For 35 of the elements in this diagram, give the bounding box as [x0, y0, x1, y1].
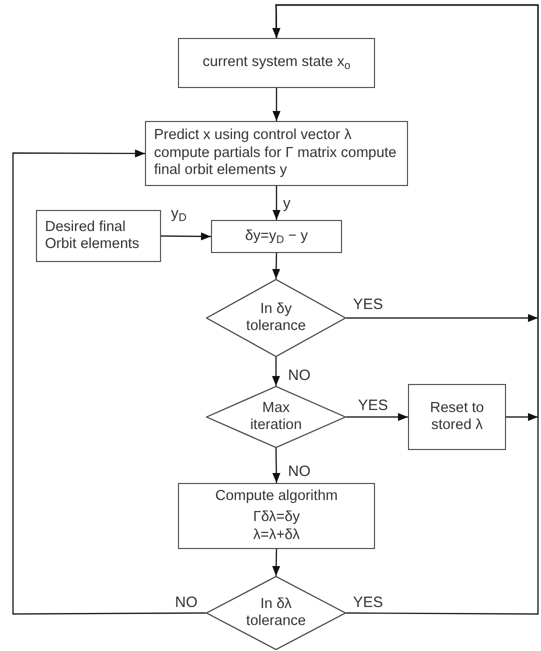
arrow: [272, 88, 280, 121]
edge-label: YES: [357, 398, 390, 413]
decision-label: In δy tolerance: [246, 300, 306, 336]
process-label: Compute algorithm: [215, 488, 338, 506]
process-box: [408, 384, 506, 450]
arrow: [272, 548, 280, 576]
arrow: [272, 357, 280, 386]
arrow: [272, 186, 280, 220]
arrow: [161, 232, 211, 240]
decision-label: In δλ tolerance: [246, 596, 306, 630]
edge-label: NO: [287, 368, 312, 383]
process-box: [145, 121, 408, 186]
process-box: [178, 483, 375, 549]
arrow: [272, 252, 280, 280]
decision-label: Max iteration: [250, 400, 302, 434]
process-box: [211, 220, 342, 253]
arrow: [346, 413, 408, 421]
arrow: [12, 149, 206, 615]
arrow: [272, 448, 280, 483]
decision-diamond: [206, 576, 346, 650]
process-label: Γδλ=δy λ=λ+δλ: [252, 509, 301, 544]
process-label: Desired final Orbit elements: [45, 218, 140, 254]
process-label: current system state x$_{o}$: [202, 54, 350, 72]
edge-label: YES: [352, 595, 384, 610]
edge-label: NO: [174, 595, 198, 610]
process-label: Reset to stored λ: [429, 400, 485, 434]
arrow: [272, 4, 539, 615]
process-label: Predict x using control vector λ compute partials for Γ matrix compute final orbit elements y: [154, 127, 398, 180]
process-label: δy=y$_{D}$ − y: [245, 228, 308, 246]
decision-diamond: [206, 279, 346, 357]
edge-label: YES: [352, 297, 384, 312]
process-box: [178, 38, 375, 88]
decision-diamond: [206, 386, 346, 448]
process-box: [36, 210, 161, 262]
edge-label: NO: [287, 464, 312, 479]
